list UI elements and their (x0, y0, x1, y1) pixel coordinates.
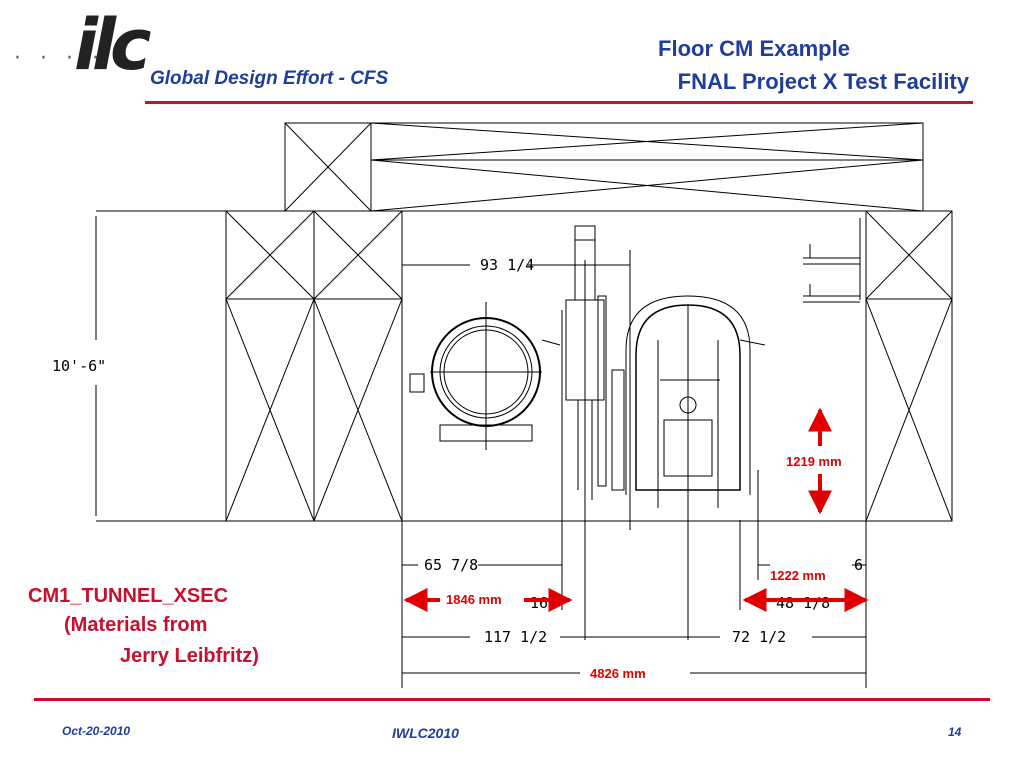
slide-title-line2: FNAL Project X Test Facility (677, 69, 969, 94)
note-line3: Jerry Leibfritz) (120, 645, 259, 667)
callout-left-width: 1846 mm (446, 592, 502, 607)
slide-title-line1: Floor CM Example (658, 36, 850, 61)
footer-rule (34, 698, 990, 701)
header-rule (145, 101, 973, 104)
dim-tunnel-height: 10'-6" (52, 357, 106, 375)
dim-right-partial: 6 (854, 556, 863, 574)
footer-date: Oct-20-2010 (62, 724, 131, 738)
page-number: 14 (948, 725, 962, 739)
dim-top-width: 93 1/4 (480, 256, 534, 274)
callout-height: 1219 mm (786, 454, 842, 469)
callout-total-width: 4826 mm (590, 666, 646, 681)
dim-left-partial: 16 (530, 594, 548, 612)
dim-left-lower: 65 7/8 (424, 556, 478, 574)
footer-event: IWLC2010 (392, 725, 459, 741)
callout-right-width: 1222 mm (770, 568, 826, 583)
ilc-logo: ilc (74, 4, 152, 86)
dim-bottom-left: 117 1/2 (484, 628, 547, 646)
logo-dots: · · · · · (14, 46, 131, 71)
note-line2: (Materials from (64, 614, 208, 636)
dim-right-lower: 48 1/8 (776, 594, 830, 612)
subtitle: Global Design Effort - CFS (150, 68, 389, 89)
dim-bottom-right: 72 1/2 (732, 628, 786, 646)
note-line1: CM1_TUNNEL_XSEC (28, 585, 229, 607)
